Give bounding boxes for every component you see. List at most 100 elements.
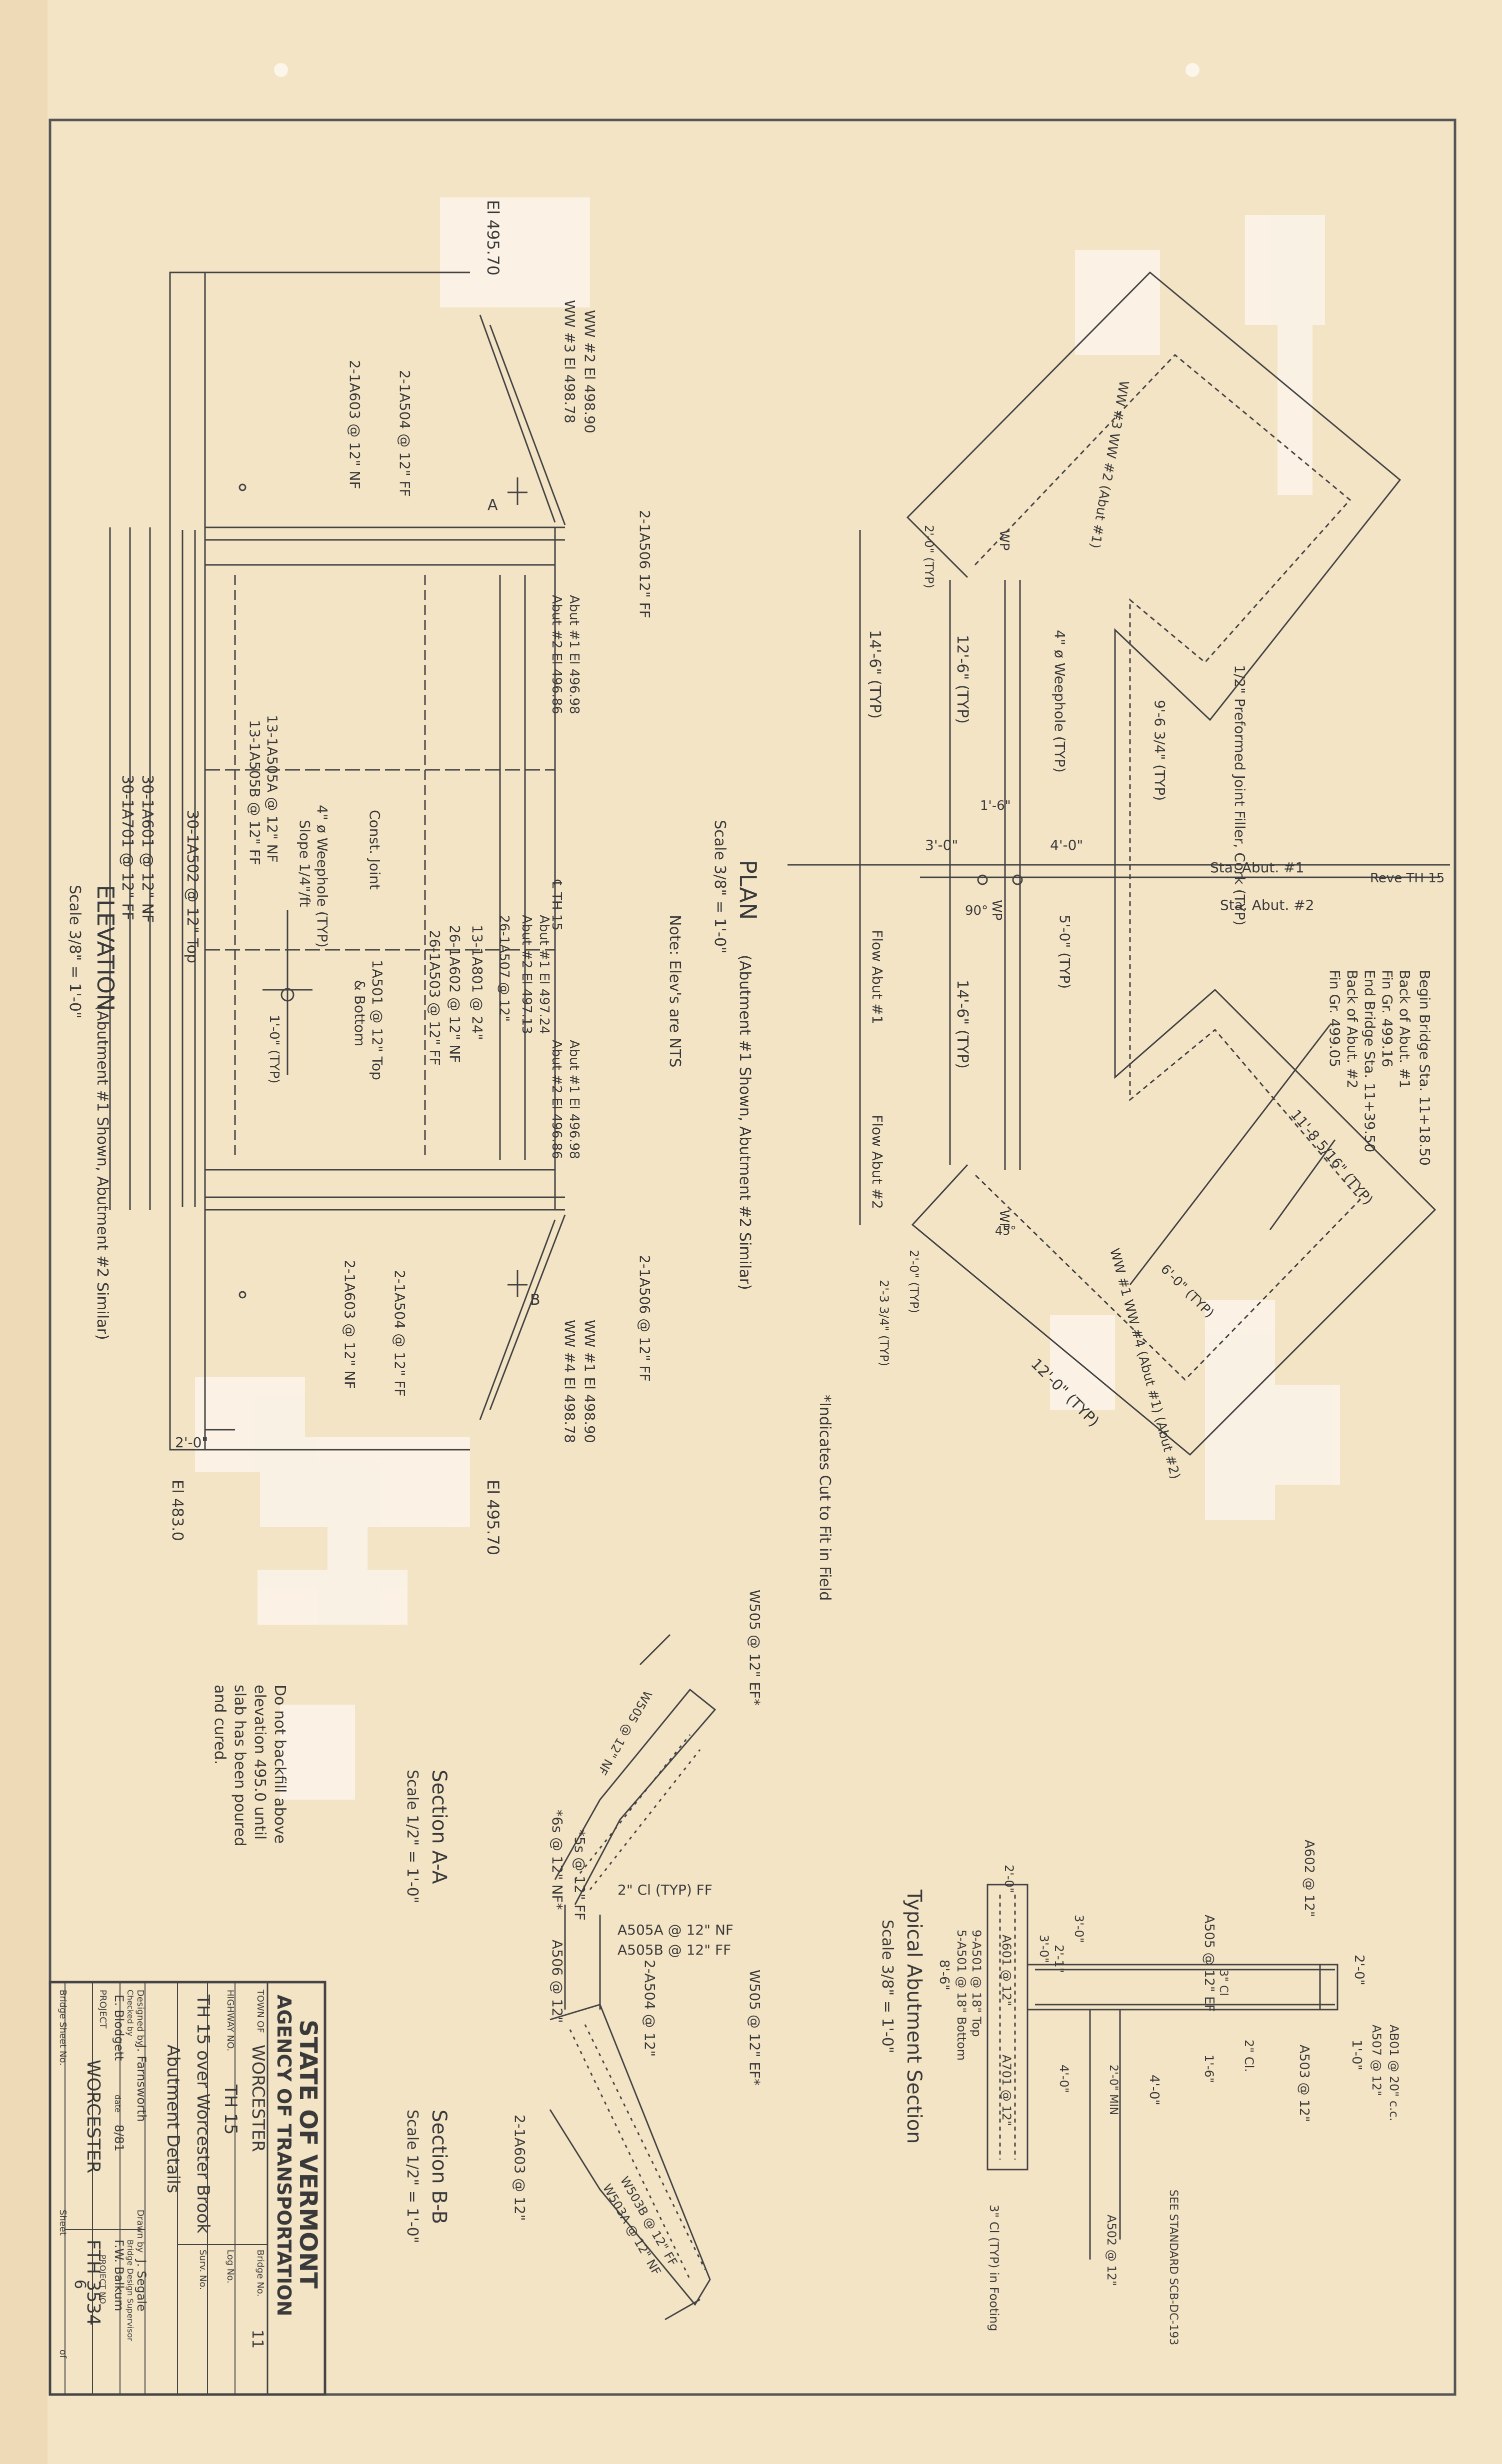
dim-label: 2'-3 3/4" (TYP) bbox=[877, 1280, 891, 1366]
el-top-right: El 495.70 bbox=[484, 1480, 502, 1555]
elevation-scale: Scale 3/8" = 1'-0" bbox=[66, 885, 84, 1019]
typical-section-labels: Typical Abutment Section Scale 3/8" = 1'… bbox=[878, 1840, 1401, 2345]
dim-label: 14'-6" (TYP) bbox=[954, 980, 971, 1069]
angle-label: 45° bbox=[995, 1224, 1016, 1238]
designed-value: J. Farnsworth bbox=[134, 2044, 148, 2122]
station-label: Fin Gr. 499.05 bbox=[1326, 970, 1343, 1067]
dim-label: 3'-0" bbox=[1072, 1915, 1086, 1943]
note-label: Slope 1/4"/ft bbox=[296, 820, 313, 907]
bridge-no-label: Bridge No. bbox=[255, 2250, 266, 2297]
log-label: Log No. bbox=[225, 2250, 236, 2284]
supervisor-value: F.W. Balkum bbox=[112, 2240, 126, 2311]
station-label: Fin Gr. 499.16 bbox=[1379, 970, 1396, 1067]
rebar-label: 30-1A601 @ 12" NF bbox=[138, 775, 156, 923]
rebar-label: A507 @ 12" bbox=[1370, 2025, 1384, 2096]
rebar-label: A602 @ 12" bbox=[1302, 1840, 1316, 1917]
rebar-label: A502 @ 12" bbox=[1104, 2215, 1118, 2286]
date-label: date bbox=[113, 2095, 122, 2113]
dim-label: 4'-0" bbox=[1057, 2065, 1071, 2093]
plan-scale: Scale 3/8" = 1'-0" bbox=[711, 820, 728, 954]
rebar-label: A505B @ 12" FF bbox=[618, 1942, 731, 1958]
backfill-line: and cured. bbox=[211, 1685, 228, 1765]
station-label: End Bridge Sta. 11+39.50 bbox=[1362, 970, 1378, 1152]
note-label: Const. Joint bbox=[366, 810, 383, 890]
rebar-label: AB01 @ 20" c.c. bbox=[1387, 2025, 1401, 2122]
typical-scale: Scale 3/8" = 1'-0" bbox=[878, 1920, 896, 2054]
elevation-subtitle: (Abutment #1 Shown, Abutment #2 Similar) bbox=[94, 1005, 111, 1340]
backfill-line: slab has been poured bbox=[231, 1685, 248, 1847]
dim-label: 8'-6" bbox=[936, 1960, 952, 1991]
angle-label: 90° bbox=[965, 903, 988, 918]
rebar-label: 26-1A503 @ 12" FF bbox=[426, 930, 443, 1066]
elevation-view bbox=[109, 271, 566, 1451]
survey-label: Surv. No. bbox=[198, 2250, 208, 2290]
station-label: Sta. Abut. #1 bbox=[1210, 859, 1304, 876]
dim-label: 9'-6 3/4" (TYP) bbox=[1152, 700, 1168, 801]
highway-label: HIGHWAY NO. bbox=[225, 1990, 236, 2051]
punch-hole-right bbox=[1186, 63, 1200, 77]
rebar-label: W505 @ 12" EF* bbox=[746, 1590, 763, 1706]
rebar-label: 2-1A603 @ 12" NF bbox=[346, 360, 363, 489]
elev-label: Abut #1 El 497.24 bbox=[536, 915, 552, 1034]
elev-label: ℄ TH 15 bbox=[549, 879, 564, 931]
wp-label: WP bbox=[989, 900, 1004, 920]
drawing-subject: Abutment Details bbox=[163, 2045, 183, 2193]
wp-label: WP bbox=[996, 1210, 1012, 1230]
plan-note: Note: Elev's are NTS bbox=[666, 915, 684, 1067]
dim-label: 3" Cl bbox=[1217, 1970, 1230, 1996]
elev-label: Abut #2 El 496.86 bbox=[549, 1040, 564, 1159]
flow-label: Flow Abut #2 bbox=[869, 1115, 886, 1209]
dim-label: 1'-0" bbox=[1349, 2040, 1364, 2071]
rebar-label: 2" Cl (TYP) FF bbox=[618, 1882, 712, 1898]
el-top-left: El 495.70 bbox=[484, 200, 502, 275]
section-aa-drawing bbox=[554, 1634, 716, 2010]
section-bb-title: Section B-B bbox=[428, 2110, 450, 2224]
backfill-line: elevation 495.0 until bbox=[251, 1685, 268, 1840]
dim-label: 3'-0" bbox=[1037, 1935, 1051, 1963]
rebar-label: 1A501 @ 12" Top bbox=[369, 960, 386, 1080]
dim-label: 2'-0" (TYP) bbox=[907, 1250, 921, 1313]
project-value: WORCESTER bbox=[83, 2060, 104, 2174]
station-label: Reve TH 15 bbox=[1370, 871, 1444, 886]
wp-label: WP bbox=[996, 530, 1012, 550]
cut-note: *Indicates Cut to Fit in Field bbox=[816, 1395, 834, 1601]
dim-label: 12'-6" (TYP) bbox=[954, 635, 971, 724]
plan-view bbox=[788, 271, 1450, 1456]
dim-label: 5'-0" (TYP) bbox=[1056, 915, 1073, 989]
agency-title: AGENCY OF TRANSPORTATION bbox=[273, 1995, 295, 2317]
rebar-label: 2-1A504 @ 12" FF bbox=[396, 370, 413, 497]
sheet-label: Sheet bbox=[58, 2210, 68, 2236]
checked-label: Checked by bbox=[126, 1990, 135, 2036]
of-label: of bbox=[58, 2350, 68, 2359]
note-label: 3" Cl (TYP) in Footing bbox=[987, 2205, 1001, 2332]
dim-label: 2'-0" bbox=[1352, 1955, 1366, 1986]
dim-label: 4'-0" bbox=[1050, 837, 1083, 853]
elev-label: Abut #1 El 496.98 bbox=[566, 595, 582, 714]
checked-value: E. Blodgett bbox=[112, 1995, 126, 2061]
rebar-label: A503 @ 12" bbox=[1296, 2045, 1312, 2122]
punch-hole-left bbox=[274, 63, 288, 77]
station-label: Sta. Abut. #2 bbox=[1220, 897, 1314, 913]
rebar-label: *6s @ 12" NF* bbox=[549, 1810, 566, 1910]
elev-label: Abut #1 El 496.98 bbox=[566, 1040, 582, 1159]
highway-value: TH 15 bbox=[220, 2084, 240, 2135]
rebar-label: A506 @ 12" bbox=[549, 1940, 566, 2023]
rebar-label: A701 @ 12" bbox=[1000, 2055, 1014, 2126]
ww-label: WW #3 El 498.78 bbox=[562, 300, 578, 423]
plan-title: PLAN bbox=[734, 860, 762, 920]
designed-label: Designed by bbox=[135, 1990, 146, 2046]
elevation-labels: ELEVATION (Abutment #1 Shown, Abutment #… bbox=[66, 200, 653, 1555]
rebar-label: 13-1A505B @ 12" FF bbox=[246, 720, 263, 865]
el-bottom: El 483.0 bbox=[168, 1480, 186, 1541]
note-label: 4" ø Weephole (TYP) bbox=[314, 805, 330, 948]
ww-label: WW #4 El 498.78 bbox=[562, 1320, 578, 1443]
section-aa-title: Section A-A bbox=[428, 1770, 450, 1884]
rebar-label: 26-1A507 @ 12" bbox=[496, 915, 512, 1022]
date-value: 8/81 bbox=[112, 2125, 126, 2152]
dim-label: 2'-0" bbox=[175, 1434, 208, 1451]
section-aa-scale: Scale 1/2" = 1'-0" bbox=[404, 1770, 421, 1904]
dim-label: 4'-0" bbox=[1146, 2075, 1162, 2106]
section-bb-drawing bbox=[549, 2004, 711, 2321]
typical-section-drawing bbox=[986, 1884, 1338, 2260]
